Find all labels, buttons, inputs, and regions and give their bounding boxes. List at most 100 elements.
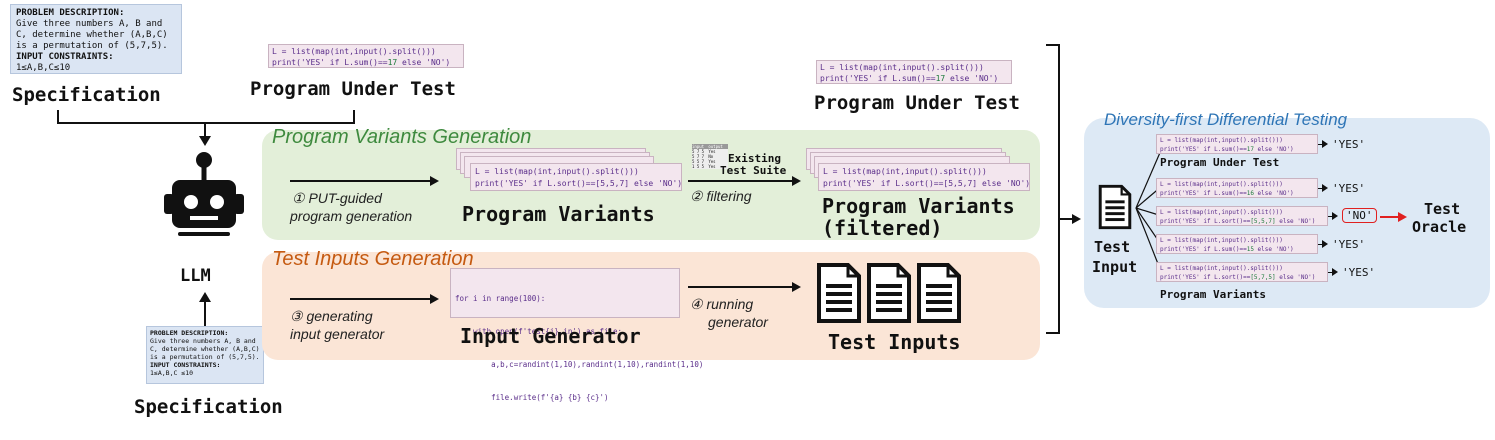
- gen-code-line: a,b,c=randint(1,10),randint(1,10),randin…: [455, 360, 704, 369]
- diff-arrow-line: [1328, 272, 1334, 273]
- test-suite-label: Test Suite: [720, 164, 787, 177]
- document-icon: [867, 263, 911, 323]
- bracket-to-llm-line: [204, 122, 206, 138]
- filtered-line2: print('YES' if L.sort()==[5,5,7] else 'N…: [823, 179, 1031, 188]
- step4-arrow-line: [688, 286, 792, 288]
- put-code-line2: print('YES' if L.sum()==17 else 'NO'): [272, 58, 451, 67]
- robot-icon: [164, 152, 244, 236]
- step2-label: ② filtering: [690, 188, 752, 204]
- differential-testing-title: Diversity-first Differential Testing: [1104, 110, 1348, 129]
- step3-arrow-head: [430, 294, 439, 304]
- diff-arrow-head: [1322, 184, 1328, 192]
- filtered-card-front: L = list(map(int,input().split())) print(…: [818, 163, 1030, 191]
- llm-label: LLM: [180, 266, 211, 286]
- step2-arrow-line: [688, 180, 792, 182]
- big-bracket-top: [1046, 44, 1060, 46]
- spec-body: Give three numbers A, B and C, determine…: [16, 19, 168, 51]
- diff-arrow-line: [1318, 244, 1324, 245]
- document-icon: [817, 263, 861, 323]
- diff-arrow-head: [1322, 240, 1328, 248]
- step1-label-2: program generation: [290, 208, 413, 224]
- step1-arrow-line: [290, 180, 430, 182]
- diff-output: 'YES': [1332, 138, 1366, 151]
- test-inputs-generation-title: Test Inputs Generation: [272, 248, 474, 270]
- arrow-down-to-llm: [199, 136, 211, 146]
- specification-box-bottom: PROBLEM DESCRIPTION: Give three numbers …: [146, 326, 264, 384]
- diff-variants-label: Program Variants: [1160, 288, 1266, 301]
- diff-arrow-line: [1318, 144, 1324, 145]
- big-bracket-out-line: [1060, 218, 1072, 220]
- test-oracle-label-2: Oracle: [1412, 218, 1467, 236]
- diff-put-label: Program Under Test: [1160, 156, 1280, 169]
- filtered-line1: L = list(map(int,input().split())): [823, 167, 987, 176]
- diff-arrow-head: [1332, 212, 1338, 220]
- step4-label-2: generator: [708, 314, 768, 330]
- document-icon: [1098, 184, 1132, 230]
- specification-label-bottom: Specification: [134, 396, 283, 418]
- bracket-right-vert: [353, 110, 355, 124]
- diff-code-variant: L = list(map(int,input().split()))print(…: [1156, 262, 1328, 282]
- put-code-box-2: L = list(map(int,input().split()))print(…: [816, 60, 1012, 84]
- step1-label: ① PUT-guided: [292, 190, 382, 206]
- put-code-box: L = list(map(int,input().split())) print(…: [268, 44, 464, 68]
- diff-code-put: L = list(map(int,input().split()))print(…: [1156, 134, 1318, 154]
- specification-box-top: PROBLEM DESCRIPTION: Give three numbers …: [10, 4, 182, 74]
- diff-code-variant: L = list(map(int,input().split()))print(…: [1156, 206, 1328, 226]
- diff-arrow-head: [1322, 140, 1328, 148]
- step1-arrow-head: [430, 176, 439, 186]
- program-variants-generation-title: Program Variants Generation: [272, 126, 532, 148]
- oracle-arrow-line: [1380, 216, 1398, 218]
- test-input-label-2: Input: [1092, 258, 1138, 276]
- put2-code-line2: print('YES' if L.sum()==17 else 'NO'): [820, 74, 999, 83]
- step2-arrow-head: [792, 176, 801, 186]
- diff-arrow-line: [1318, 188, 1324, 189]
- variant-line2: print('YES' if L.sort()==[5,5,7] else 'N…: [475, 179, 683, 188]
- bracket-left-vert: [57, 110, 59, 124]
- variant-line1: L = list(map(int,input().split())): [475, 167, 639, 176]
- test-input-label: Test: [1094, 238, 1131, 256]
- spec-body: Give three numbers A, B and C, determine…: [150, 337, 260, 361]
- test-oracle-label: Test: [1424, 200, 1461, 218]
- step3-label-2: input generator: [290, 326, 385, 342]
- put-label: Program Under Test: [250, 78, 456, 100]
- diff-output: 'YES': [1332, 238, 1366, 251]
- step4-label: ④ running: [690, 296, 754, 312]
- spec-title: PROBLEM DESCRIPTION:: [150, 329, 229, 337]
- test-inputs-label: Test Inputs: [828, 330, 961, 354]
- put-code-line1: L = list(map(int,input().split())): [272, 47, 436, 56]
- arrow-up-to-llm: [199, 292, 211, 302]
- input-generator-code: for i in range(100): with open(f'test{i}…: [450, 268, 703, 402]
- diff-code-variant: L = list(map(int,input().split()))print(…: [1156, 234, 1318, 254]
- variant-card-front: L = list(map(int,input().split())) print(…: [470, 163, 682, 191]
- gen-code-line: file.write(f'{a} {b} {c}'): [455, 393, 609, 402]
- big-bracket-bottom: [1046, 332, 1060, 334]
- spec-constraints-title: INPUT CONSTRAINTS:: [150, 361, 221, 369]
- spec-constraints: 1≤A,B,C≤10: [16, 63, 71, 73]
- specification-label-top: Specification: [12, 84, 161, 106]
- bracket-bottom: [57, 122, 355, 124]
- oracle-arrow-head: [1398, 212, 1407, 222]
- diff-output: 'YES': [1332, 182, 1366, 195]
- input-generator-label: Input Generator: [460, 324, 641, 348]
- document-icon: [917, 263, 961, 323]
- diff-output-no: 'NO': [1342, 208, 1377, 223]
- spec-title: PROBLEM DESCRIPTION:: [16, 8, 125, 18]
- filtered-variants-label: Program Variants: [822, 194, 1015, 218]
- gen-code-line: for i in range(100):: [455, 294, 546, 303]
- diff-arrow-line: [1328, 216, 1334, 217]
- diff-output: 'YES': [1342, 266, 1376, 279]
- big-bracket-out-head: [1072, 214, 1081, 224]
- step3-label: ③ generating: [290, 308, 373, 324]
- diff-code-variant: L = list(map(int,input().split()))print(…: [1156, 178, 1318, 198]
- filtered-variants-label-2: (filtered): [822, 216, 943, 240]
- existing-label: Existing: [728, 152, 781, 165]
- step4-arrow-head: [792, 282, 801, 292]
- gen-code-line: with open(f'test{i}.in') as file:: [455, 327, 623, 336]
- spec-constraints-title: INPUT CONSTRAINTS:: [16, 52, 114, 62]
- program-variants-label: Program Variants: [462, 202, 655, 226]
